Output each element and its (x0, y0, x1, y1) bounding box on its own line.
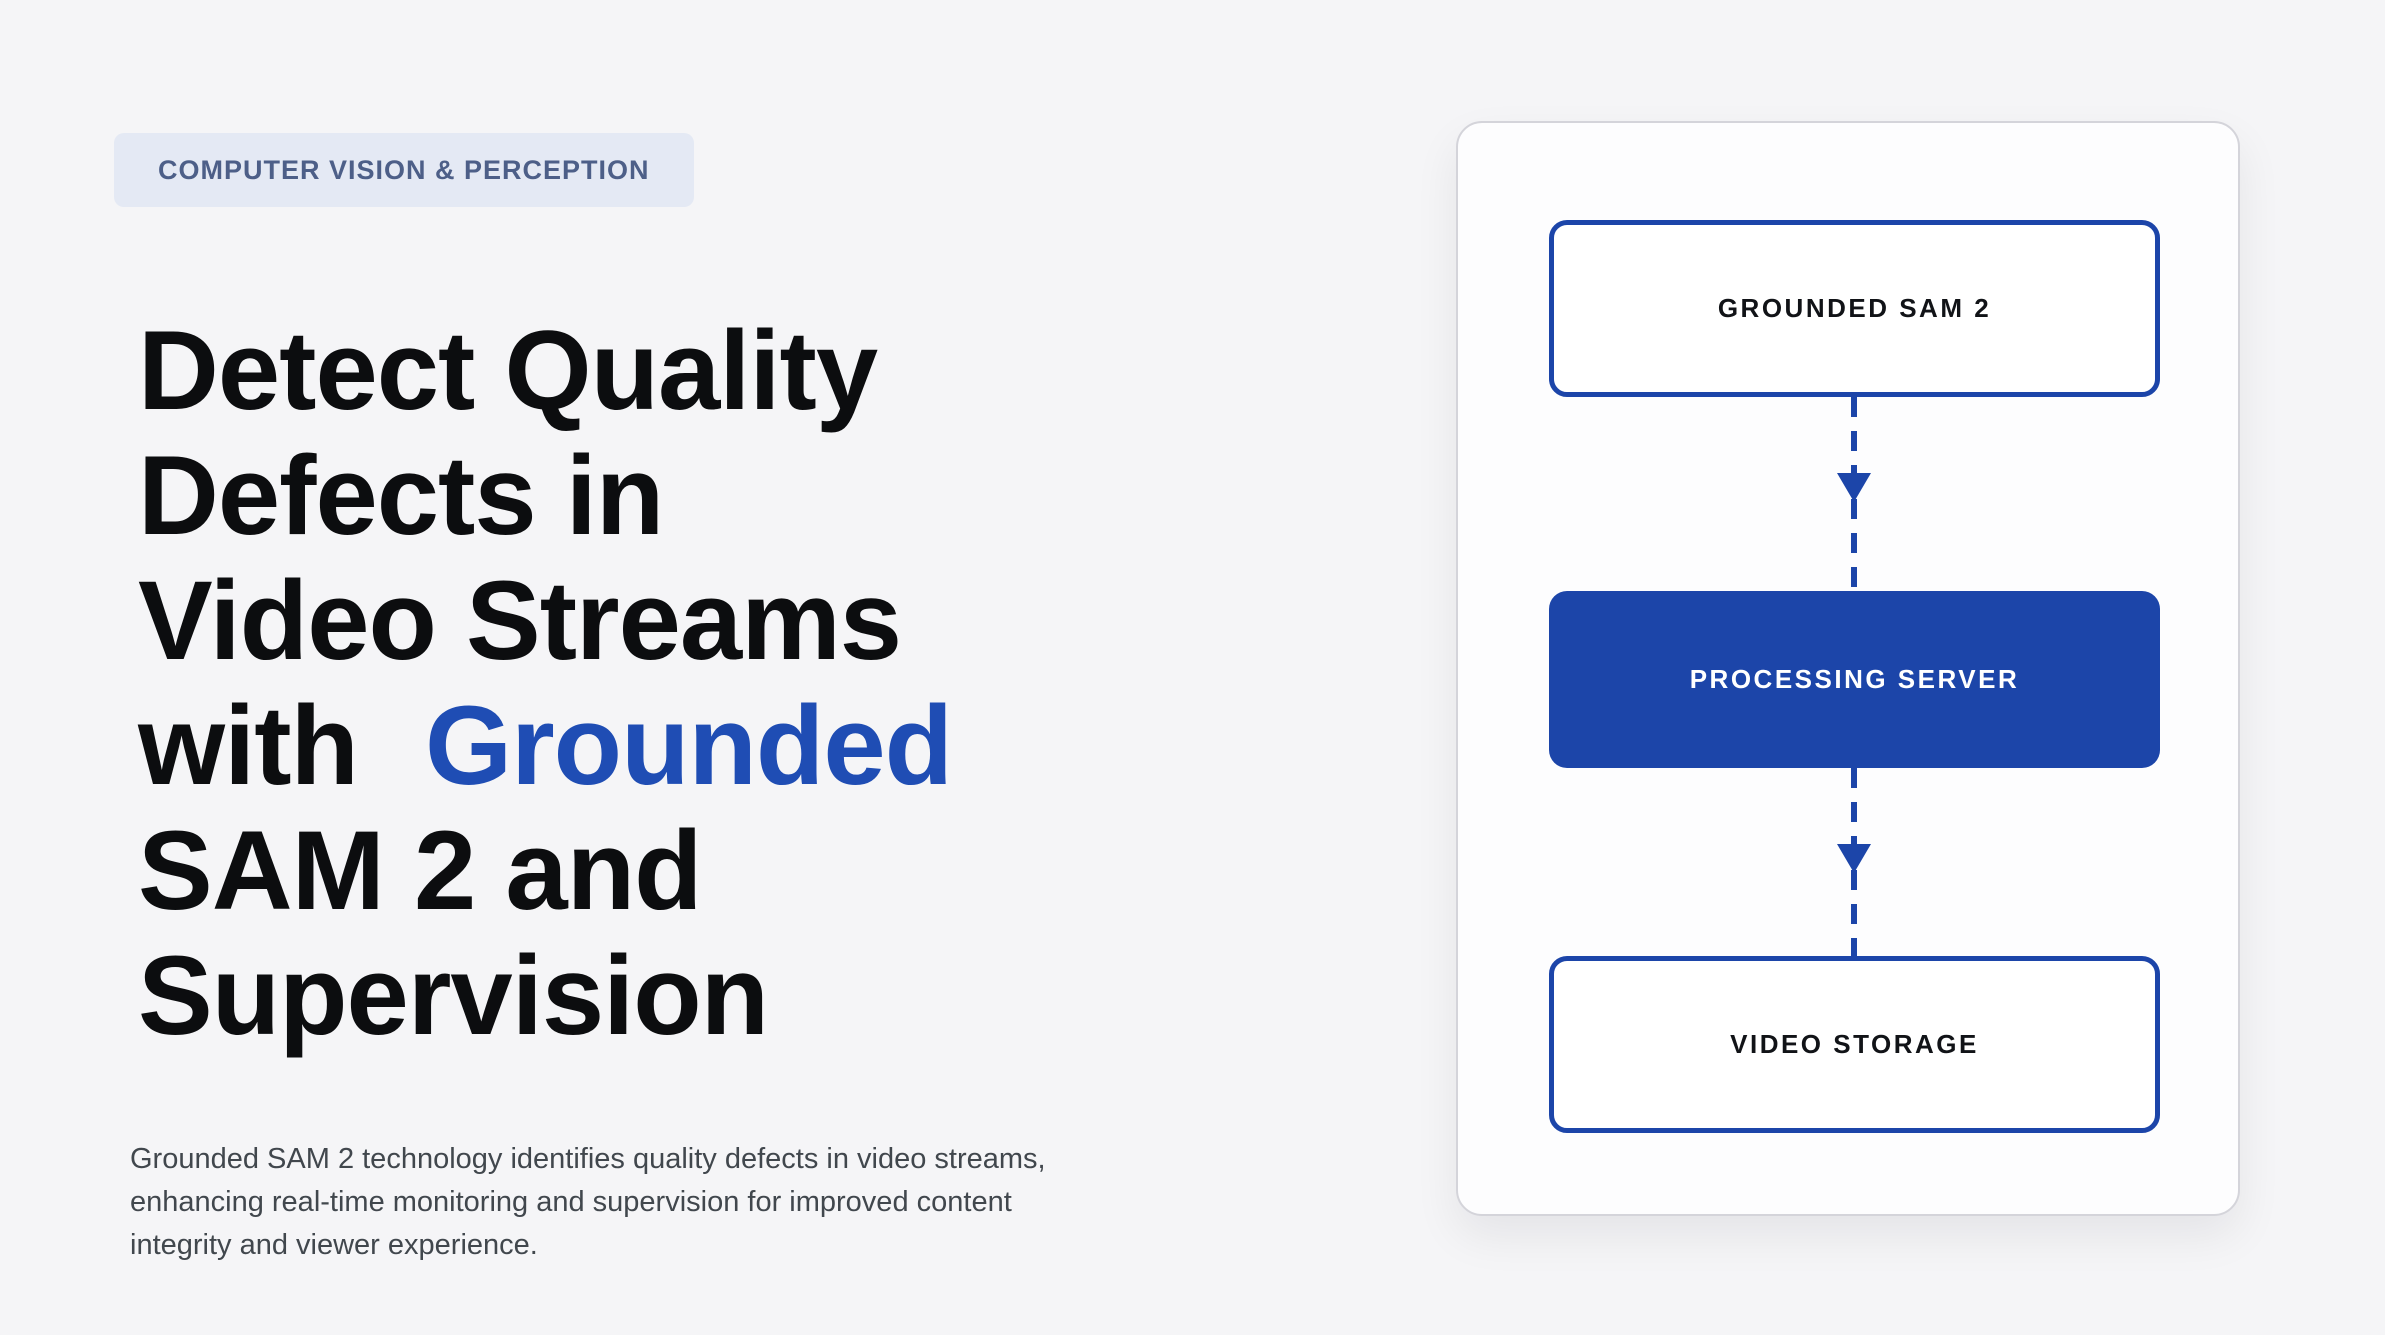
flow-connector (1837, 397, 1871, 591)
description-line: enhancing real-time monitoring and super… (130, 1186, 1012, 1218)
arrow-down-icon (1837, 844, 1871, 873)
diagram-card: GROUNDED SAM 2 PROCESSING SERVER VIDEO S… (1456, 121, 2240, 1216)
description-line: Grounded SAM 2 technology identifies qua… (130, 1143, 1046, 1175)
diagram-node-grounded-sam-2: GROUNDED SAM 2 (1549, 220, 2160, 397)
page-title: Detect Quality Defects in Video Streams … (138, 308, 1338, 1058)
diagram-node-label: PROCESSING SERVER (1689, 664, 2020, 694)
diagram-node-label: VIDEO STORAGE (1730, 1029, 1979, 1059)
diagram-node-label: GROUNDED SAM 2 (1717, 293, 1992, 323)
headline-line: Video Streams (138, 558, 902, 683)
headline-line: Defects in (138, 433, 664, 558)
category-badge: COMPUTER VISION & PERCEPTION (114, 133, 694, 207)
headline-line: Detect Quality (138, 308, 878, 433)
headline-prefix: with (138, 683, 359, 808)
headline-line: SAM 2 and (138, 808, 703, 933)
description-line: integrity and viewer experience. (130, 1229, 538, 1261)
headline-line: with Grounded (138, 683, 1338, 808)
headline-highlight: Grounded (424, 683, 953, 808)
diagram-node-video-storage: VIDEO STORAGE (1549, 956, 2160, 1133)
arrow-down-icon (1837, 473, 1871, 502)
diagram-node-processing-server: PROCESSING SERVER (1549, 591, 2160, 768)
flow-connector (1837, 768, 1871, 956)
description-text: Grounded SAM 2 technology identifies qua… (130, 1138, 1250, 1267)
headline-line: Supervision (138, 933, 769, 1058)
